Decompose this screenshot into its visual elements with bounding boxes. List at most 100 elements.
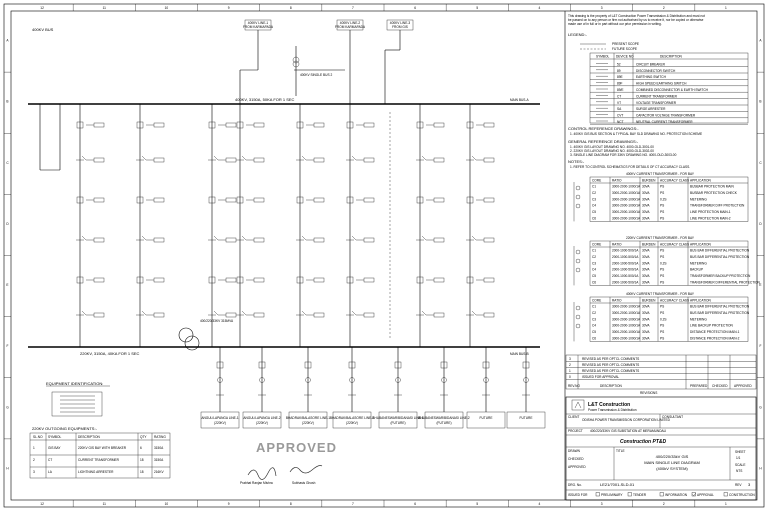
title-block: L&T Construction Power Transmission & Di…	[565, 396, 757, 501]
feeder-label: FUTURE	[520, 416, 533, 420]
ct-cell: 0.2S	[660, 317, 667, 321]
ct-cell: 30VA	[642, 261, 650, 265]
table-cell: 3150A	[154, 446, 164, 450]
legend-device: SA	[617, 107, 622, 111]
ct-cell: C6	[592, 217, 596, 221]
ct-cell: 30VA	[642, 337, 650, 341]
ct-header: BURDEN	[642, 179, 656, 183]
ct-table-title: 400KV CURRENT TRANSFORMER - FOR BAY	[626, 292, 695, 296]
table-cell: 18	[140, 458, 144, 462]
status-option: PRELIMINARY	[601, 493, 623, 497]
feeder-label: BHADRAK/BALASORE LINE-2	[330, 416, 375, 420]
ct-cell: 30VA	[642, 274, 650, 278]
table-cell: LA	[48, 470, 53, 474]
bus-400kv-label: 400KV, 3150A, 50KA FOR 1 SEC	[235, 97, 295, 102]
ct-header: ACCURACY CLASS	[660, 179, 689, 183]
bay	[136, 104, 165, 347]
ct-cell: C2	[592, 311, 596, 315]
svg-text:400KV LINE-3: 400KV LINE-3	[390, 21, 411, 25]
column-marker: 8	[290, 6, 292, 10]
column-marker: 12	[40, 6, 44, 10]
ct-cell: PS	[660, 311, 664, 315]
feeder-label: (220KV)	[214, 421, 226, 425]
legend-device: CVT	[617, 114, 623, 118]
ct-cell: 30VA	[642, 305, 650, 309]
status-option: INFORMATION	[665, 493, 688, 497]
svg-text:EQUIPMENT IDENTIFICATION:: EQUIPMENT IDENTIFICATION:	[46, 381, 103, 386]
legend-future: FUTURE SCOPE	[612, 47, 637, 51]
legend-device: VT	[617, 101, 621, 105]
ct-cell: PS	[660, 204, 664, 208]
feeder-label: (220KV)	[346, 421, 358, 425]
row-marker: C	[6, 161, 9, 165]
table-cell: 1	[33, 446, 35, 450]
svg-text:DRAWN: DRAWN	[568, 449, 581, 453]
feeder-label: BHUBANESWAR/BIDANASI LINE-2	[418, 416, 470, 420]
table-cell: 2	[33, 458, 35, 462]
ct-cell: METERING	[690, 197, 707, 201]
ct-cell: 2000-1000-500/1A	[612, 249, 639, 253]
ct-cell: PS	[660, 330, 664, 334]
ct-header: APPLICATION	[690, 243, 712, 247]
ct-cell: 3000-2000-1000/1A	[612, 317, 641, 321]
notice-line-2: be passed on to any person or firm not a…	[568, 18, 704, 22]
ct-cell: 30VA	[642, 317, 650, 321]
status-checkbox[interactable]	[627, 492, 632, 497]
ct-header: RATIO	[612, 243, 622, 247]
ct-cell: C4	[592, 324, 596, 328]
column-marker: 4	[539, 502, 541, 506]
feeder: ANGUL/LAPANGA LINE-2(220KV)	[242, 347, 282, 429]
column-marker: 9	[228, 6, 230, 10]
legend-description: CAPACITOR VOLTAGE TRANSFORMER	[636, 114, 696, 118]
left-branch	[39, 104, 61, 171]
ct-cell: 3000-2000-1000/1A	[612, 311, 641, 315]
feeder-label: (220KV)	[302, 421, 314, 425]
legend-device: 89E	[617, 75, 623, 79]
bay	[346, 104, 375, 347]
status-checkbox[interactable]	[595, 492, 600, 497]
ct-cell: 2000-1000-500/1A	[612, 274, 639, 278]
table-cell: 18	[140, 470, 144, 474]
ct-cell: PS	[660, 305, 664, 309]
ct-cell: 30VA	[642, 197, 650, 201]
table-cell: 3150A	[154, 458, 164, 462]
svg-text:SHEET: SHEET	[735, 450, 746, 454]
column-marker: 9	[228, 502, 230, 506]
ct-header: CORE	[592, 299, 601, 303]
ct-cell: BUS BAR DIFFERENTIAL PROTECTION	[690, 249, 750, 253]
legend-present: PRESENT SCOPE	[612, 42, 639, 46]
ct-cell: 0.2S	[660, 197, 667, 201]
row-marker: G	[6, 405, 9, 409]
ct-cell: 2000-1000-500/1A	[612, 268, 639, 272]
feeder: ANGUL/LAPANGA LINE-1(220KV)	[200, 347, 240, 429]
ct-header: BURDEN	[642, 299, 656, 303]
row-marker: H	[759, 466, 762, 470]
ct-cell: 30VA	[642, 255, 650, 259]
revision-header: PREPARED	[690, 384, 708, 388]
status-checkbox[interactable]	[691, 492, 696, 497]
drawing-number: LE21/7001-SLD-01	[600, 482, 635, 487]
bay	[296, 104, 325, 347]
status-checkbox[interactable]	[723, 492, 728, 497]
ct-cell: BUSBAR PROTECTION CHECK	[690, 191, 738, 195]
legend-header: DESCRIPTION	[660, 55, 682, 59]
status-checkbox[interactable]	[659, 492, 664, 497]
reference-drawings: CONTROL REFERENCE DRAWINGS:- 1. 400KV GI…	[568, 126, 702, 169]
ct-cell: 2000-1000-500/1A	[612, 261, 639, 265]
ct-cell: 30VA	[642, 324, 650, 328]
feeder-label: BHADRAK/BALASORE LINE-1	[286, 416, 331, 420]
feeder-label: (220KV)	[256, 421, 268, 425]
top-left-tag: 400KV BUS	[32, 27, 54, 32]
revision-no: 2	[569, 363, 571, 367]
ct-cell: 2000-1000-500/1A	[612, 255, 639, 259]
table-cell: 6	[140, 446, 142, 450]
svg-text:1. 400KV GIS LAYOUT DRAWING NO: 1. 400KV GIS LAYOUT DRAWING NO. 4000-OLD…	[570, 145, 654, 149]
ct-cell: 3000-2000-1000/1A	[612, 204, 641, 208]
ct-header: CORE	[592, 179, 601, 183]
feeder: BHADRAK/BALASORE LINE-1(220KV)	[286, 347, 331, 429]
column-marker: 3	[601, 6, 603, 10]
ct-cell: DISTANCE PROTECTION MAIN-1	[690, 330, 740, 334]
